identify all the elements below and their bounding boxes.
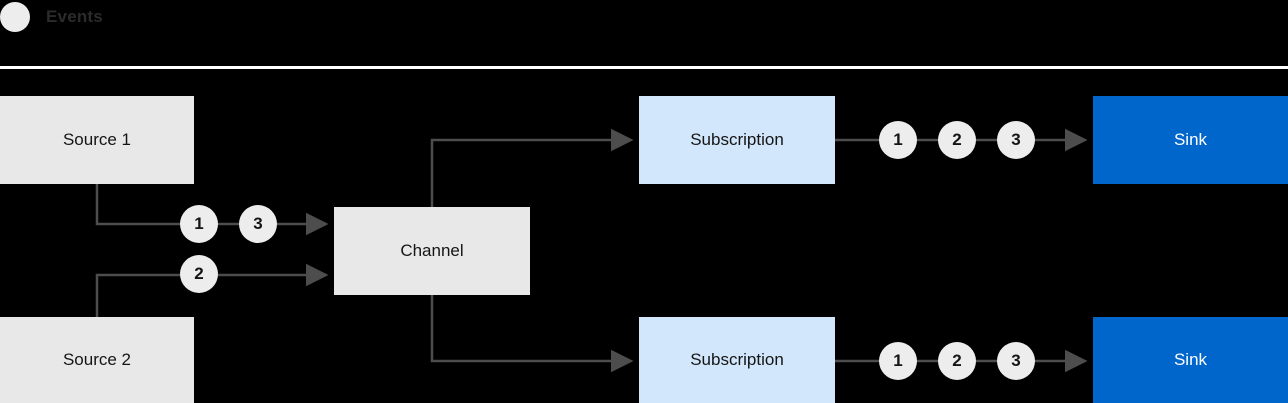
event-dot-icon [0, 1, 30, 32]
node-source-2: Source 2 [0, 317, 194, 403]
node-label: Subscription [690, 130, 784, 149]
node-label: Source 1 [62, 130, 132, 149]
node-subscription-2: Subscription [639, 317, 835, 403]
chip-sub1-2: 2 [938, 121, 976, 159]
node-subscription-1: Subscription [639, 96, 835, 184]
node-label: Subscription [690, 350, 784, 369]
chip-sub2-3: 3 [997, 342, 1035, 380]
chip-sub2-1: 1 [879, 342, 917, 380]
chip-source1-1: 1 [180, 205, 218, 243]
header-divider [0, 66, 1288, 69]
node-sink-2: Sink [1093, 317, 1288, 403]
node-label: Source 2 [62, 350, 132, 369]
node-channel: Channel [334, 207, 530, 295]
node-source-1: Source 1 [0, 96, 194, 184]
node-label: Sink [1173, 130, 1208, 149]
node-sink-1: Sink [1093, 96, 1288, 184]
chip-sub1-1: 1 [879, 121, 917, 159]
chip-source1-3: 3 [239, 205, 277, 243]
chip-sub2-2: 2 [938, 342, 976, 380]
legend: Events [0, 0, 1288, 33]
legend-label: Events [46, 6, 103, 26]
chip-source2-2: 2 [180, 255, 218, 293]
chip-sub1-3: 3 [997, 121, 1035, 159]
node-label: Sink [1173, 350, 1208, 369]
node-label: Channel [400, 241, 464, 260]
